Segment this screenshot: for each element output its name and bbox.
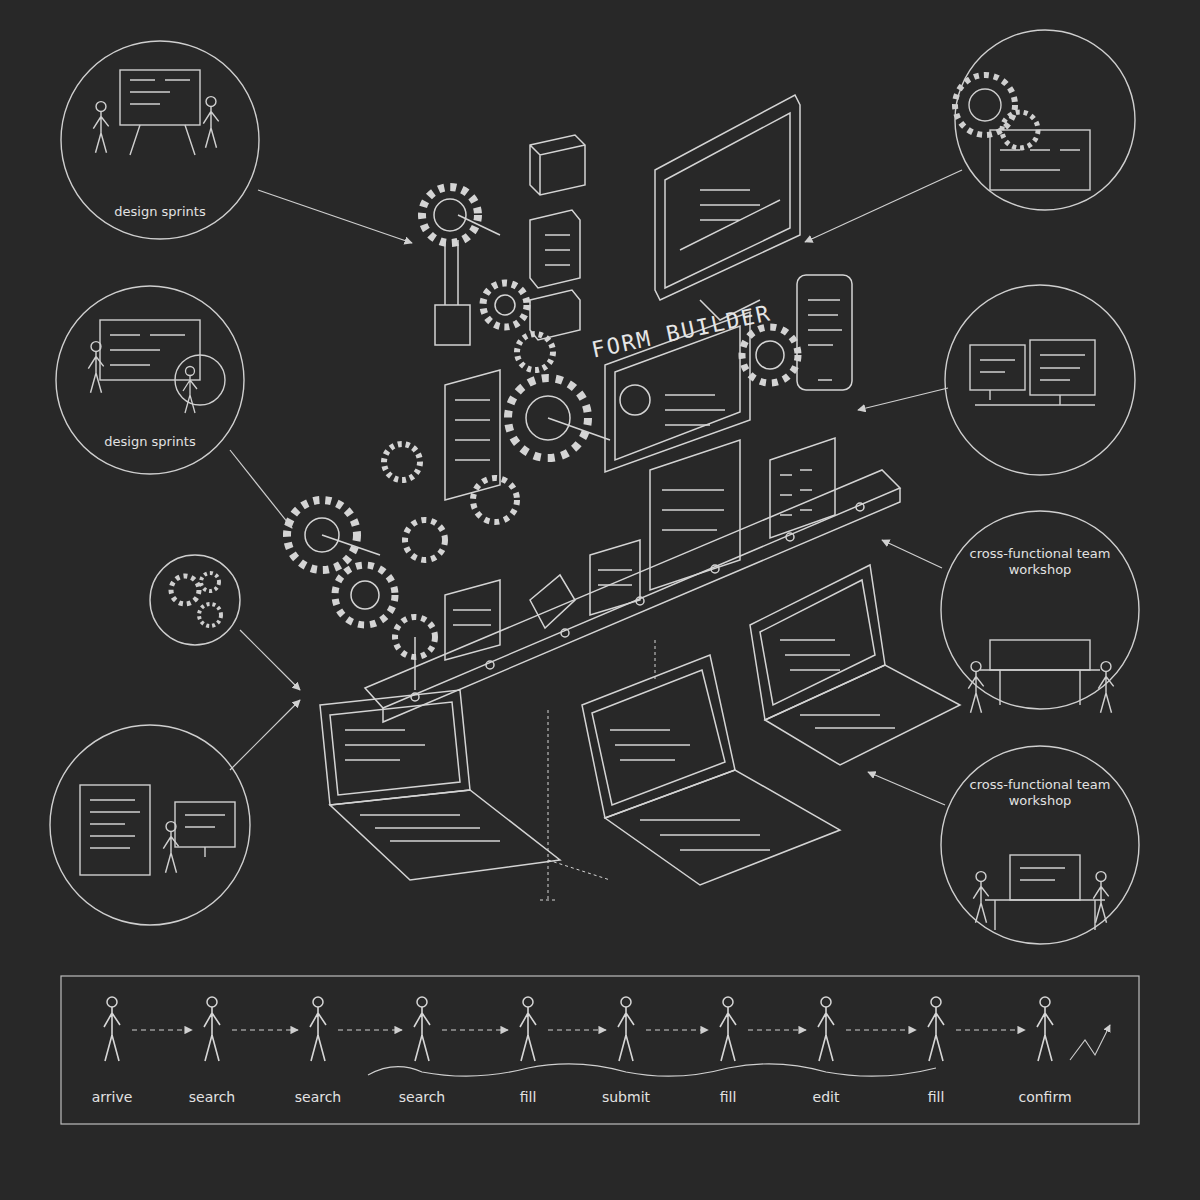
circle-outline [940, 510, 1140, 710]
step-label: search [186, 1089, 239, 1105]
circle-border [61, 41, 259, 239]
circle-node: design sprints [60, 40, 260, 240]
step-label: submit [599, 1089, 653, 1105]
step-label: confirm [1015, 1089, 1074, 1105]
circle-label: cross-functional team workshop [960, 546, 1120, 579]
step-label: fill [925, 1089, 948, 1105]
circle-node: cross-functional team workshop [940, 745, 1140, 945]
step-label: arrive [89, 1089, 136, 1105]
circle-outline [940, 745, 1140, 945]
band-border [61, 976, 1139, 1124]
circle-border [941, 746, 1139, 944]
circle-label: cross-functional team workshop [960, 777, 1120, 810]
circle-node: design sprints [55, 285, 245, 475]
circle-border [56, 286, 244, 474]
step-label: fill [717, 1089, 740, 1105]
step-label: edit [810, 1089, 843, 1105]
step-label: search [292, 1089, 345, 1105]
step-label: search [396, 1089, 449, 1105]
circle-node: cross-functional team workshop [940, 510, 1140, 710]
step-label: fill [517, 1089, 540, 1105]
circle-label: design sprints [70, 434, 230, 450]
circle-border [941, 511, 1139, 709]
journey-band: arrive search search search fill submit fill ed… [60, 975, 1140, 1125]
circle-label: design sprints [80, 204, 240, 220]
title-label: FORM BUILDER [589, 300, 773, 362]
